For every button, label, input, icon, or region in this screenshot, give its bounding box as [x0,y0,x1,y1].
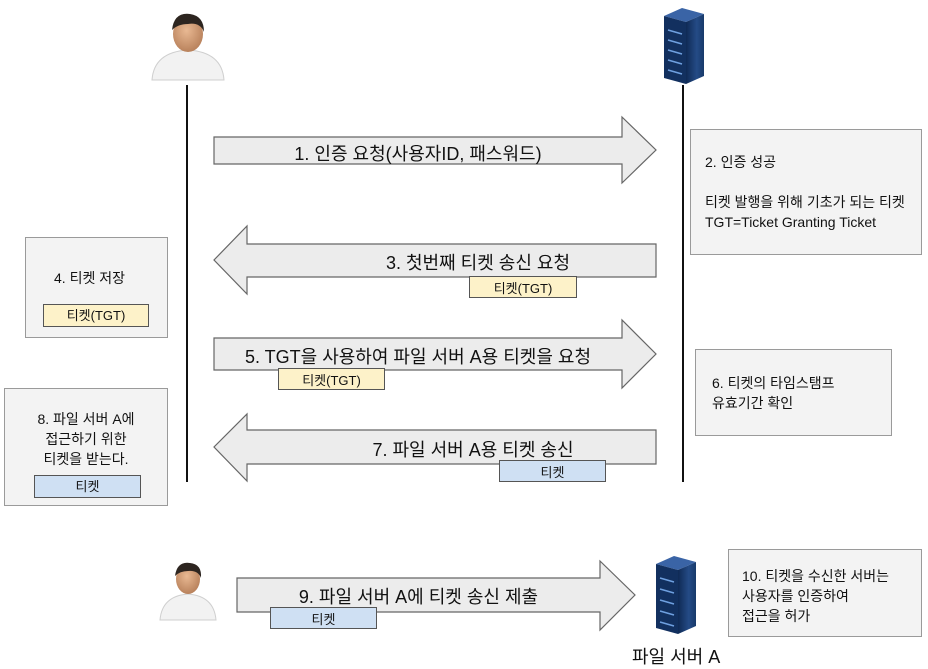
message-arrow-1 [213,115,657,185]
note-line: 접근하기 위한 [45,431,127,447]
file-server-icon [656,556,696,634]
tgt-ticket-tag: 티켓(TGT) [469,276,577,298]
message-label-7: 7. 파일 서버 A용 티켓 송신 [372,440,574,460]
message-label-9: 9. 파일 서버 A에 티켓 송신 제출 [298,587,539,607]
note-line: 티켓 발행을 위해 기초가 되는 티켓 [705,194,905,210]
tgt-ticket-tag: 티켓(TGT) [43,304,149,327]
ticket-tag: 티켓 [270,607,377,629]
user-icon [151,13,225,81]
note-line: TGT=Ticket Granting Ticket [705,214,877,230]
server-icon [664,8,704,84]
note-line: 6. 티켓의 타임스탬프 [712,375,835,391]
note-line: 접근을 허가 [742,608,811,624]
ticket-tag: 티켓 [34,475,141,498]
message-label-3: 3. 첫번째 티켓 송신 요청 [385,253,571,273]
file-server-caption: 파일 서버 A [632,647,721,667]
note-line: 사용자를 인증하여 [742,588,849,604]
note-receive-ticket: 8. 파일 서버 A에 접근하기 위한 티켓을 받는다. 티켓 [4,388,168,506]
note-store-ticket: 4. 티켓 저장 티켓(TGT) [25,237,168,338]
note-line: 2. 인증 성공 [705,154,776,170]
ticket-tag: 티켓 [499,460,606,482]
note-line: 10. 티켓을 수신한 서버는 [742,568,890,584]
note-line: 4. 티켓 저장 [54,270,125,286]
note-grant-access: 10. 티켓을 수신한 서버는 사용자를 인증하여 접근을 허가 [728,549,922,637]
note-check-timestamp: 6. 티켓의 타임스탬프 유효기간 확인 [695,349,892,436]
message-label-1: 1. 인증 요청(사용자ID, 패스워드) [294,144,542,164]
note-auth-success: 2. 인증 성공 티켓 발행을 위해 기초가 되는 티켓 TGT=Ticket … [690,129,922,255]
tgt-ticket-tag: 티켓(TGT) [278,368,385,390]
user-icon-bottom [159,562,217,621]
note-line: 8. 파일 서버 A에 [37,411,135,427]
message-label-5: 5. TGT을 사용하여 파일 서버 A용 티켓을 요청 [244,347,592,367]
note-line: 유효기간 확인 [712,395,794,411]
note-line: 티켓을 받는다. [43,451,129,467]
